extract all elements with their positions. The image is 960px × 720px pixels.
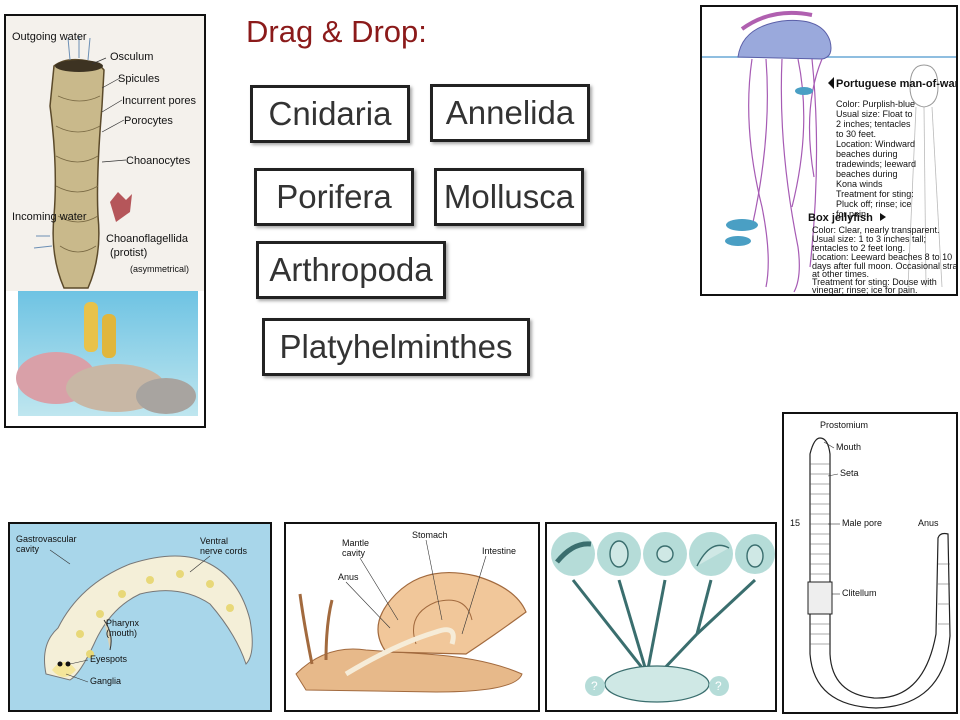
- box-line-8: vinegar; rinse; ice for pain.: [812, 285, 918, 294]
- label-annelida[interactable]: Annelida: [430, 84, 590, 142]
- earthworm-diagram: Prostomium Mouth Seta Male pore 15 Anus …: [790, 420, 951, 709]
- label-platyhelminthes[interactable]: Platyhelminthes: [262, 318, 530, 376]
- earthworm-label-seta: Seta: [840, 468, 859, 478]
- earthworm-label-anus: Anus: [918, 518, 939, 528]
- box-line-7: Treatment for sting: Douse with: [812, 277, 937, 287]
- flatworm-label-nerve-cords: nerve cords: [200, 546, 248, 556]
- box-line-2: Usual size: 1 to 3 inches tall;: [812, 234, 926, 244]
- earthworm-label-male-pore: Male pore: [842, 518, 882, 528]
- mow-line-6: beaches during: [836, 149, 898, 159]
- page-title: Drag & Drop:: [246, 14, 427, 49]
- sponge-label-protist: (protist): [110, 247, 147, 259]
- flatworm-panel[interactable]: Gastrovascular cavity Ventral nerve cord…: [8, 522, 272, 712]
- mow-line-10: Treatment for sting:: [836, 189, 914, 199]
- mow-line-12: for pain.: [836, 209, 869, 219]
- label-porifera[interactable]: Porifera: [254, 168, 414, 226]
- snail-label-anus: Anus: [338, 572, 359, 582]
- mow-line-5: Location: Windward: [836, 139, 915, 149]
- mow-line-9: Kona winds: [836, 179, 883, 189]
- sponge-label-spicules: Spicules: [118, 73, 160, 85]
- jellyfish-panel[interactable]: Portuguese man-of-war Color: Purplish-bl…: [700, 5, 958, 296]
- sponge-label-osculum: Osculum: [110, 51, 153, 63]
- sponge-label-choanoflagellida: Choanoflagellida: [106, 233, 189, 245]
- flatworm-label-cavity: cavity: [16, 544, 40, 554]
- earthworm-panel[interactable]: Prostomium Mouth Seta Male pore 15 Anus …: [782, 412, 958, 714]
- label-mollusca[interactable]: Mollusca: [434, 168, 584, 226]
- flatworm-label-gastrovascular: Gastrovascular: [16, 534, 77, 544]
- sponge-panel[interactable]: Outgoing water Osculum Spicules Incurren…: [4, 14, 206, 428]
- earthworm-label-mouth: Mouth: [836, 442, 861, 452]
- box-line-4: Location: Leeward beaches 8 to 10: [812, 252, 952, 262]
- snail-label-stomach: Stomach: [412, 530, 448, 540]
- earthworm-label-segment-15: 15: [790, 518, 800, 528]
- mow-line-3: 2 inches; tentacles: [836, 119, 911, 129]
- box-line-6: at other times.: [812, 269, 869, 279]
- earthworm-label-prostomium: Prostomium: [820, 420, 868, 430]
- flatworm-label-mouth: (mouth): [106, 628, 137, 638]
- flatworm-label-eyespots: Eyespots: [90, 654, 128, 664]
- earthworm-label-clitellum: Clitellum: [842, 588, 877, 598]
- box-line-3: tentacles to 2 feet long.: [812, 243, 905, 253]
- arthropod-panel[interactable]: ? ?: [545, 522, 777, 712]
- mow-line-1: Color: Purplish-blue: [836, 99, 915, 109]
- box-line-5: days after full moon. Occasional strays: [812, 261, 956, 271]
- flatworm-diagram: Gastrovascular cavity Ventral nerve cord…: [10, 524, 270, 710]
- box-line-1: Color: Clear, nearly transparent.: [812, 225, 940, 235]
- mow-line-2: Usual size: Float to: [836, 109, 913, 119]
- snail-label-intestine: Intestine: [482, 546, 516, 556]
- mow-line-11: Pluck off; rinse; ice: [836, 199, 911, 209]
- sponge-label-choanocytes: Choanocytes: [126, 155, 191, 167]
- sponge-label-outgoing: Outgoing water: [12, 31, 87, 43]
- snail-diagram: Mantle cavity Stomach Intestine Anus: [295, 530, 527, 693]
- mow-line-4: to 30 feet.: [836, 129, 876, 139]
- mow-title: Portuguese man-of-war: [836, 78, 956, 90]
- sponge-diagram: Outgoing water Osculum Spicules Incurren…: [6, 16, 204, 416]
- flatworm-label-pharynx: Pharynx: [106, 618, 140, 628]
- sponge-label-asymmetrical: (asymmetrical): [130, 264, 189, 274]
- flatworm-label-ventral: Ventral: [200, 536, 228, 546]
- jellyfish-diagram: Portuguese man-of-war Color: Purplish-bl…: [702, 10, 956, 294]
- label-arthropoda[interactable]: Arthropoda: [256, 241, 446, 299]
- snail-panel[interactable]: Mantle cavity Stomach Intestine Anus: [284, 522, 540, 712]
- mow-line-8: beaches during: [836, 169, 898, 179]
- box-jellyfish-title: Box jellyfish: [808, 212, 873, 224]
- sponge-label-incoming: Incoming water: [12, 211, 87, 223]
- snail-label-mantle: Mantle: [342, 538, 369, 548]
- svg-text:?: ?: [591, 679, 598, 693]
- svg-text:?: ?: [715, 679, 722, 693]
- sponge-label-incurrent: Incurrent pores: [122, 95, 196, 107]
- sponge-label-porocytes: Porocytes: [124, 115, 173, 127]
- flatworm-label-ganglia: Ganglia: [90, 676, 121, 686]
- arthropod-diagram: ? ?: [551, 532, 775, 703]
- mow-line-7: tradewinds; leeward: [836, 159, 916, 169]
- label-cnidaria[interactable]: Cnidaria: [250, 85, 410, 143]
- snail-label-cavity: cavity: [342, 548, 366, 558]
